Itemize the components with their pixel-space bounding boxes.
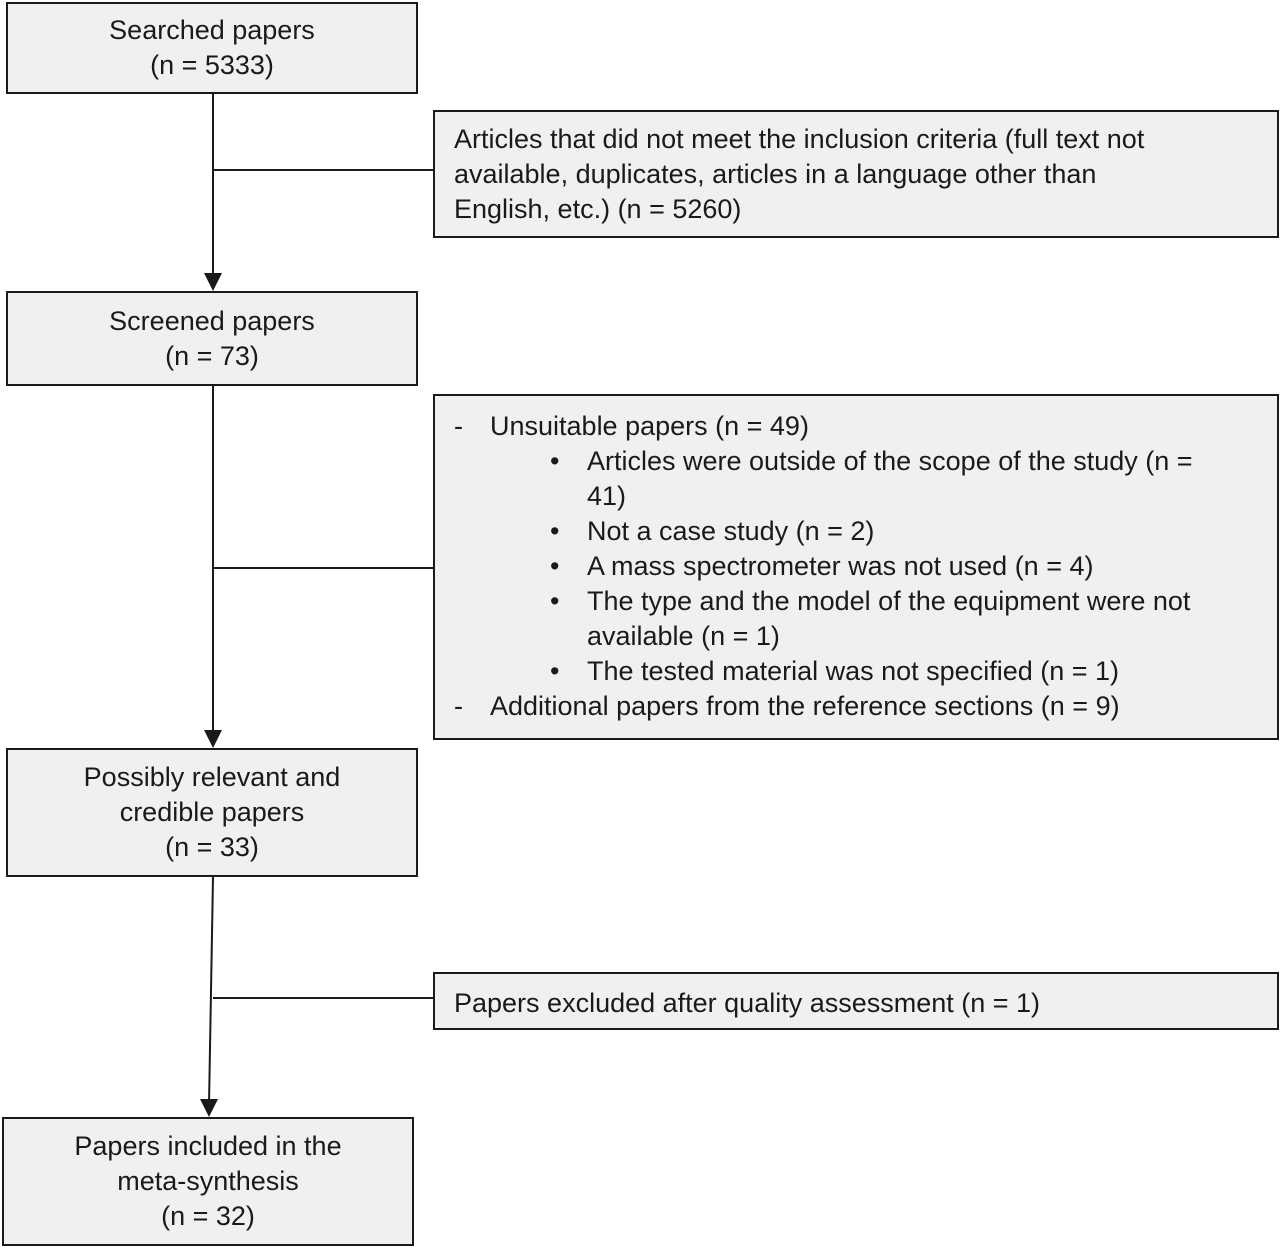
relevant-papers-box: Possibly relevant and credible papers (n… [6, 748, 418, 877]
unsuitable-reason-mass-spectrometer: A mass spectrometer was not used (n = 4) [587, 551, 1094, 581]
unsuitable-papers-box: - Unsuitable papers (n = 49) • Articles … [433, 394, 1279, 740]
relevant-papers-label-2: credible papers [119, 797, 305, 827]
additional-papers-row: - Additional papers from the reference s… [454, 689, 1263, 724]
arrowhead-searched-to-screened [204, 273, 222, 291]
relevant-papers-label-1: Possibly relevant and [83, 762, 341, 792]
included-papers-label-1: Papers included in the [74, 1131, 342, 1161]
exclusion-criteria-box: Articles that did not meet the inclusion… [433, 110, 1279, 238]
quality-exclusion-text: Papers excluded after quality assessment… [454, 988, 1041, 1018]
unsuitable-reason-item: • A mass spectrometer was not used (n = … [454, 549, 1263, 584]
screened-papers-label: Screened papers [109, 305, 315, 336]
dash-marker: - [454, 691, 463, 721]
searched-papers-label: Searched papers [109, 15, 315, 45]
arrowhead-screened-to-relevant [204, 730, 222, 748]
searched-papers-box: Searched papers (n = 5333) [6, 2, 418, 94]
quality-exclusion-box: Papers excluded after quality assessment… [433, 972, 1279, 1030]
unsuitable-reason-item: • Not a case study (n = 2) [454, 514, 1263, 549]
unsuitable-reason-item: • The type and the model of the equipmen… [454, 584, 1263, 654]
searched-papers-count: (n = 5333) [150, 50, 274, 80]
unsuitable-heading-row: - Unsuitable papers (n = 49) [454, 409, 1263, 444]
bullet-marker: • [550, 586, 560, 616]
unsuitable-reason-item: • The tested material was not specified … [454, 654, 1263, 689]
dash-marker: - [454, 411, 463, 441]
unsuitable-reason-scope-line-2: 41) [587, 481, 627, 511]
arrowhead-relevant-to-included [200, 1099, 218, 1117]
bullet-marker: • [550, 656, 560, 686]
exclusion-criteria-line-1: Articles that did not meet the inclusion… [454, 124, 1145, 154]
relevant-papers-count: (n = 33) [165, 832, 259, 862]
screened-papers-box: Screened papers (n = 73) [6, 291, 418, 386]
unsuitable-reason-case-study: Not a case study (n = 2) [587, 516, 875, 546]
exclusion-criteria-line-3: English, etc.) (n = 5260) [454, 194, 742, 224]
unsuitable-reason-item: • Articles were outside of the scope of … [454, 444, 1263, 514]
additional-papers-text: Additional papers from the reference sec… [490, 691, 1120, 721]
unsuitable-reason-equipment-line-2: available (n = 1) [587, 621, 780, 651]
bullet-marker: • [550, 551, 560, 581]
included-papers-count: (n = 32) [161, 1201, 255, 1231]
included-papers-label-2: meta-synthesis [117, 1166, 299, 1196]
bullet-marker: • [550, 516, 560, 546]
exclusion-criteria-line-2: available, duplicates, articles in a lan… [454, 159, 1097, 189]
unsuitable-reason-material: The tested material was not specified (n… [587, 656, 1120, 686]
bullet-marker: • [550, 446, 560, 476]
unsuitable-reason-equipment-line-1: The type and the model of the equipment … [587, 586, 1191, 616]
screened-papers-count: (n = 73) [165, 340, 259, 371]
included-papers-box: Papers included in the meta-synthesis (n… [2, 1117, 414, 1246]
arrow-relevant-to-included [208, 876, 214, 1106]
unsuitable-heading: Unsuitable papers (n = 49) [490, 411, 809, 441]
unsuitable-reason-scope-line-1: Articles were outside of the scope of th… [587, 446, 1193, 476]
